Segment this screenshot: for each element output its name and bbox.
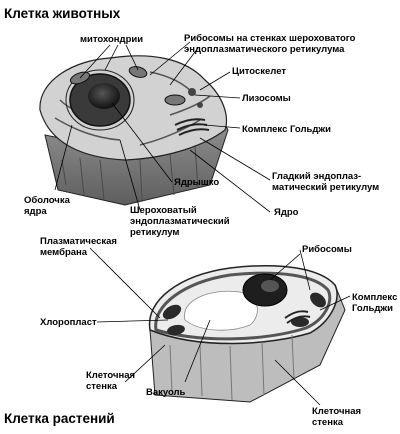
plant-cell-title: Клетка растений [4,411,115,426]
plant-golgi [284,310,311,324]
label-cell-wall-right: Клеточная стенка [312,406,362,428]
plant-cell-illustration [148,264,346,403]
label-golgi-animal: Комплекс Гольджи [242,124,331,135]
label-plasma-membrane: Плазматическая мембрана [40,236,117,258]
plant-chloroplast-2 [167,324,185,336]
animal-lysosome-2 [197,102,203,108]
plant-side-texture [169,334,295,401]
animal-leader-lines [54,41,271,213]
label-cytoskeleton: Цитоскелет [232,66,287,77]
label-nucleolus: Ядрышко [174,177,220,188]
label-chloroplast: Хлоропласт [40,317,97,328]
plant-cell-wall-rim [154,271,332,341]
label-ribosomes-rough: Рибосомы на стенках шероховатого эндопла… [184,33,356,55]
animal-nucleolus [88,83,120,109]
animal-side-texture [61,144,199,201]
animal-cell-illustration [39,55,229,206]
label-cell-wall-left: Клеточная стенка [86,370,136,392]
animal-nucleus-envelope [65,69,135,131]
plant-leader-lines [89,247,351,406]
label-ribosomes: Рибосомы [302,244,352,255]
plant-chloroplast-3 [310,292,326,308]
plant-nucleolus [261,280,279,292]
plant-chloroplast-4 [291,317,309,327]
label-mitochondria: митохондрии [80,34,144,45]
plant-chloroplast-1 [162,304,182,320]
label-vacuole: Вакуоль [146,387,186,398]
label-lysosomes: Лизосомы [242,93,291,104]
animal-mitochondrion-2 [128,66,148,78]
animal-golgi [174,118,210,136]
animal-mitochondrion-3 [164,94,186,106]
label-rough-er: Шероховатый эндоплазматический ретикулум [130,205,230,238]
animal-cell-title: Клетка животных [4,6,121,21]
label-golgi-plant: Комплекс Гольджи [352,292,398,314]
label-nuclear-envelope: Оболочка ядра [24,195,70,217]
label-nucleus: Ядро [274,207,299,218]
label-smooth-er: Гладкий эндоплаз- матический ретикулум [272,171,380,193]
animal-lysosome-1 [188,88,196,96]
